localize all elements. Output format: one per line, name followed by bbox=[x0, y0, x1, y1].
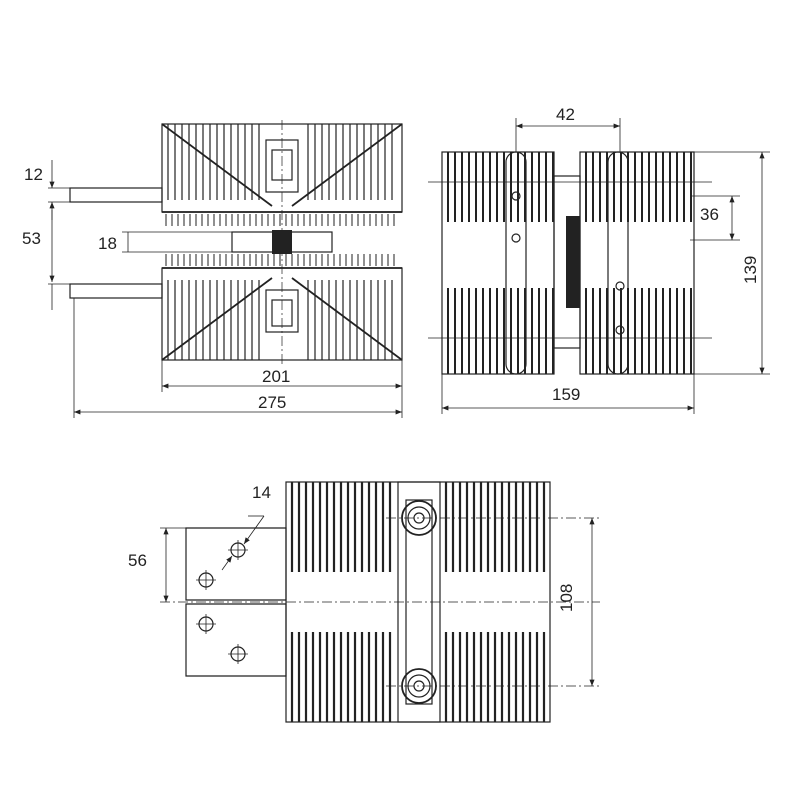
side-hole-1 bbox=[511, 191, 521, 201]
fin-diagonal-right-lower bbox=[291, 277, 403, 361]
fin-diagonal-right bbox=[291, 123, 403, 207]
lower-terminal-bar bbox=[69, 283, 163, 299]
terminal-hole-2 bbox=[196, 570, 216, 590]
fin-diagonal-left-lower bbox=[161, 277, 273, 361]
terminal-hole-4 bbox=[228, 644, 248, 664]
dim-top-width: 42 bbox=[556, 105, 575, 124]
upper-terminal-bar bbox=[69, 187, 163, 203]
terminal-hole-1 bbox=[228, 540, 248, 560]
fin-diagonal-left bbox=[161, 123, 273, 207]
upper-heatsink bbox=[161, 123, 403, 213]
upper-fins bbox=[167, 124, 393, 200]
dim-height: 139 bbox=[741, 256, 760, 284]
dim-bar-thickness: 12 bbox=[24, 165, 43, 184]
side-view: 42 36 139 159 bbox=[428, 105, 770, 414]
top-view: 14 56 108 bbox=[128, 481, 600, 723]
dim-bolt-spacing: 108 bbox=[557, 584, 576, 612]
top-fins bbox=[290, 482, 546, 722]
dim-width: 159 bbox=[552, 385, 580, 404]
dim-bar-spacing: 53 bbox=[22, 229, 41, 248]
center-teeth bbox=[165, 214, 395, 266]
lower-fins bbox=[167, 280, 393, 360]
upper-terminal-plate bbox=[185, 527, 287, 601]
lower-heatsink bbox=[161, 267, 403, 361]
terminal-hole-3 bbox=[196, 614, 216, 634]
dim-width-overall: 275 bbox=[258, 393, 286, 412]
dim-bar-width: 56 bbox=[128, 551, 147, 570]
thyristor-disk bbox=[566, 216, 580, 308]
side-hole-2 bbox=[511, 233, 521, 243]
dim-hole-diameter: 14 bbox=[252, 483, 271, 502]
side-hole-3 bbox=[615, 281, 625, 291]
dim-width-sink: 201 bbox=[262, 367, 290, 386]
dim-hole-spacing: 36 bbox=[700, 205, 719, 224]
front-view: 12 53 18 201 275 bbox=[22, 120, 403, 418]
left-clamp-strap bbox=[505, 151, 527, 375]
right-clamp-strap bbox=[607, 151, 629, 375]
dim-device-thickness: 18 bbox=[98, 234, 117, 253]
side-hole-4 bbox=[615, 325, 625, 335]
lower-terminal-plate bbox=[185, 603, 287, 677]
